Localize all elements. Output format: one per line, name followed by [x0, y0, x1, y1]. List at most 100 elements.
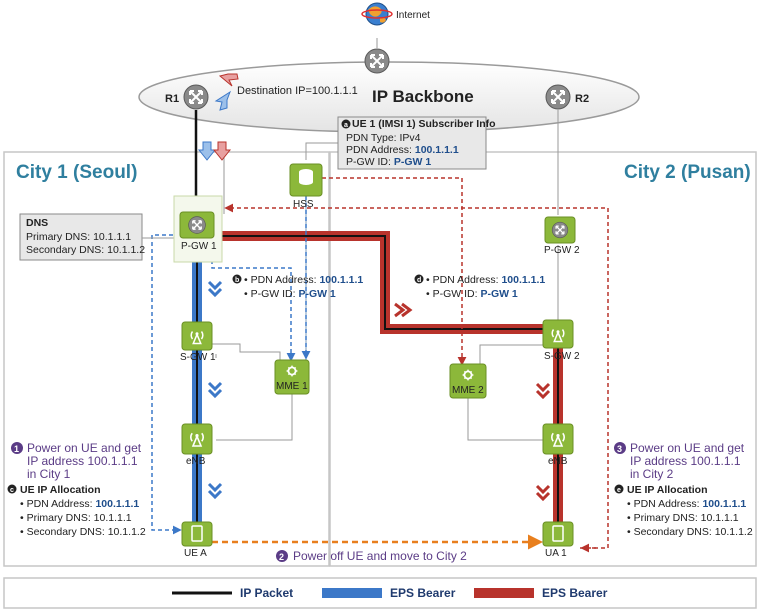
- svg-text:IP address 100.1.1.1: IP address 100.1.1.1: [27, 454, 138, 468]
- legend-blue-swatch: [322, 588, 382, 598]
- mme2-label: MME 2: [452, 385, 484, 396]
- svg-text:d: d: [417, 277, 421, 284]
- svg-text:• P-GW ID: P-GW 1: • P-GW ID: P-GW 1: [426, 288, 518, 300]
- mme2-node: MME 2: [449, 363, 487, 399]
- legend-ip-packet: IP Packet: [240, 586, 293, 600]
- legend-eps-red: EPS Bearer: [542, 586, 608, 600]
- sgw1-label: S-GW 1: [180, 352, 216, 363]
- subscriber-pgw-label: P-GW ID:: [346, 156, 394, 168]
- uea-label: UE A: [184, 548, 207, 559]
- svg-text:• Secondary DNS: 10.1.1.2: • Secondary DNS: 10.1.1.2: [627, 526, 753, 538]
- pgw2-label: P-GW 2: [544, 245, 580, 256]
- sgw2-node: S-GW 2: [542, 319, 580, 362]
- sgw2-label: S-GW 2: [544, 351, 580, 362]
- r2-label: R2: [575, 93, 589, 105]
- uea-node: UE A: [181, 521, 213, 559]
- sgw1-node: S-GW 1: [180, 321, 216, 363]
- dns-title: DNS: [26, 217, 48, 229]
- legend-red-swatch: [474, 588, 534, 598]
- svg-text:Power on UE and get: Power on UE and get: [27, 441, 142, 455]
- svg-text:3: 3: [617, 444, 622, 454]
- database-icon: [299, 169, 313, 185]
- ua1-label: UA 1: [545, 548, 567, 559]
- subscriber-pdn-label: PDN Address:: [346, 144, 415, 156]
- step3-note: 3 Power on UE and get IP address 100.1.1…: [614, 441, 745, 481]
- subscriber-info-box: a UE 1 (IMSI 1) Subscriber Info PDN Type…: [337, 116, 496, 170]
- blue-flow-arrows: [207, 280, 223, 500]
- destination-label: Destination IP=100.1.1.1: [237, 85, 358, 97]
- info-b: b • PDN Address: 100.1.1.1 • P-GW ID: P-…: [232, 274, 363, 300]
- svg-text:Power on UE and get: Power on UE and get: [630, 441, 745, 455]
- info-d: d • PDN Address: 100.1.1.1 • P-GW ID: P-…: [414, 274, 545, 300]
- subscriber-pdn-addr: 100.1.1.1: [415, 144, 459, 156]
- eps-bearer-red: [205, 231, 563, 530]
- enb1-node: eNB: [181, 423, 213, 467]
- svg-text:UE IP Allocation: UE IP Allocation: [20, 484, 101, 496]
- ua1-to-pgw1: [224, 203, 609, 548]
- internet-label: Internet: [396, 10, 430, 21]
- pgw1-to-mme1: [211, 260, 296, 362]
- step1-note: 1 Power on UE and get IP address 100.1.1…: [11, 441, 142, 481]
- backbone-router-icon: [364, 48, 390, 74]
- subscriber-pdn-type: PDN Type: IPv4: [346, 132, 421, 144]
- enb2-node: eNB: [542, 423, 574, 467]
- svg-text:• Primary DNS: 10.1.1.1: • Primary DNS: 10.1.1.1: [20, 512, 132, 524]
- pgw1-node: P-GW 1: [173, 195, 223, 263]
- hss-label: HSS: [293, 199, 314, 210]
- eps-bearer-blue: [192, 260, 202, 530]
- legend-eps-blue: EPS Bearer: [390, 586, 456, 600]
- subscriber-title: UE 1 (IMSI 1) Subscriber Info: [352, 118, 496, 130]
- hss-to-mme2: [322, 177, 467, 366]
- alloc-e: e UE IP Allocation • PDN Address: 100.1.…: [614, 484, 753, 538]
- svg-text:• PDN Address: 100.1.1.1: • PDN Address: 100.1.1.1: [426, 274, 545, 286]
- backbone-title: IP Backbone: [372, 87, 474, 106]
- svg-text:in City 2: in City 2: [630, 467, 674, 481]
- dns-box: DNS Primary DNS: 10.1.1.1 Secondary DNS:…: [19, 213, 145, 261]
- ua1-node: UA 1: [542, 521, 574, 559]
- r1-flow-arrows: [214, 73, 239, 111]
- signaling-dashed: [151, 177, 609, 553]
- pgw2-router-icon: [551, 221, 569, 239]
- r1-label: R1: [165, 93, 179, 105]
- svg-text:• PDN Address: 100.1.1.1: • PDN Address: 100.1.1.1: [244, 274, 363, 286]
- svg-text:UE IP Allocation: UE IP Allocation: [627, 484, 708, 496]
- svg-text:• PDN Address: 100.1.1.1: • PDN Address: 100.1.1.1: [20, 498, 139, 510]
- svg-text:• PDN Address: 100.1.1.1: • PDN Address: 100.1.1.1: [627, 498, 746, 510]
- svg-text:• Secondary DNS: 10.1.1.2: • Secondary DNS: 10.1.1.2: [20, 526, 146, 538]
- step2-note: 2 Power off UE and move to City 2: [276, 549, 467, 563]
- control-links: [212, 38, 559, 441]
- legend: IP Packet EPS Bearer EPS Bearer: [3, 577, 757, 609]
- pgw1-label: P-GW 1: [181, 241, 217, 252]
- svg-text:• P-GW ID: P-GW 1: • P-GW ID: P-GW 1: [244, 288, 336, 300]
- pgw1-flow-arrows: [197, 141, 232, 161]
- pgw2-node: P-GW 2: [544, 216, 580, 256]
- mme1-label: MME 1: [276, 381, 308, 392]
- subscriber-marker: a: [344, 122, 348, 129]
- phone-icon: [552, 525, 564, 542]
- svg-text:1: 1: [14, 444, 19, 454]
- svg-text:P-GW ID: P-GW 1: P-GW ID: P-GW 1: [346, 156, 431, 168]
- r2-router-icon: [545, 84, 571, 110]
- internet-globe-icon: [361, 2, 393, 26]
- svg-text:2: 2: [279, 552, 284, 562]
- city1-title: City 1 (Seoul): [16, 162, 137, 183]
- svg-text:in City 1: in City 1: [27, 467, 71, 481]
- alloc-c: c UE IP Allocation • PDN Address: 100.1.…: [7, 484, 146, 538]
- r1-router-icon: [183, 84, 209, 110]
- dns-secondary: Secondary DNS: 10.1.1.2: [26, 244, 145, 256]
- enb2-label: eNB: [548, 456, 568, 467]
- hss-node: HSS: [289, 163, 323, 210]
- red-flow-arrows: [394, 302, 551, 502]
- svg-text:Power off UE and move to City: Power off UE and move to City 2: [293, 549, 467, 563]
- svg-text:IP address 100.1.1.1: IP address 100.1.1.1: [630, 454, 741, 468]
- svg-text:b: b: [235, 277, 239, 284]
- phone-icon: [191, 525, 203, 542]
- dns-to-uea: [151, 234, 182, 535]
- svg-text:e: e: [617, 487, 621, 494]
- svg-text:PDN Address: 100.1.1.1: PDN Address: 100.1.1.1: [346, 144, 459, 156]
- dns-primary: Primary DNS: 10.1.1.1: [26, 231, 131, 243]
- mme1-node: MME 1: [274, 359, 310, 395]
- subscriber-pgw: P-GW 1: [394, 156, 431, 168]
- city2-title: City 2 (Pusan): [624, 162, 751, 183]
